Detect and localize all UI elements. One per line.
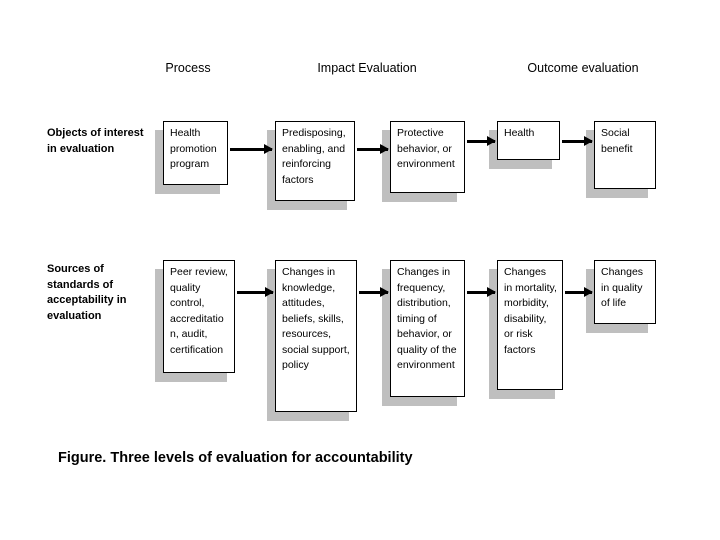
arrow-1-2: [357, 148, 388, 151]
row-label-2: Sources of standards of acceptability in…: [47, 263, 127, 322]
process-node-1-5[interactable]: Social benefit: [594, 121, 656, 189]
process-node-1-4[interactable]: Health: [497, 121, 560, 160]
arrow-2-4: [565, 291, 592, 294]
process-node-2-1[interactable]: Peer review, quality control, accreditat…: [163, 260, 235, 373]
arrow-1-1: [230, 148, 272, 151]
process-node-1-3[interactable]: Protective behavior, or environment: [390, 121, 465, 193]
arrow-1-4: [562, 140, 592, 143]
column-header-3: Outcome evaluation: [527, 61, 639, 75]
arrow-2-1: [237, 291, 273, 294]
process-node-1-2[interactable]: Predisposing, enabling, and reinforcing …: [275, 121, 355, 201]
arrow-2-2: [359, 291, 388, 294]
column-header-1: Process: [165, 61, 211, 75]
arrow-1-3: [467, 140, 495, 143]
process-node-2-4[interactable]: Changes in mortality, morbidity, disabil…: [497, 260, 563, 390]
row-label-1: Objects of interest in evaluation: [47, 127, 144, 155]
process-node-2-5[interactable]: Changes in quality of life: [594, 260, 656, 324]
process-node-2-3[interactable]: Changes in frequency, distribution, timi…: [390, 260, 465, 397]
process-node-2-2[interactable]: Changes in knowledge, attitudes, beliefs…: [275, 260, 357, 412]
figure-caption: Figure. Three levels of evaluation for a…: [58, 450, 413, 466]
arrow-2-3: [467, 291, 495, 294]
process-node-1-1[interactable]: Health promotion program: [163, 121, 228, 185]
column-header-2: Impact Evaluation: [317, 61, 417, 75]
